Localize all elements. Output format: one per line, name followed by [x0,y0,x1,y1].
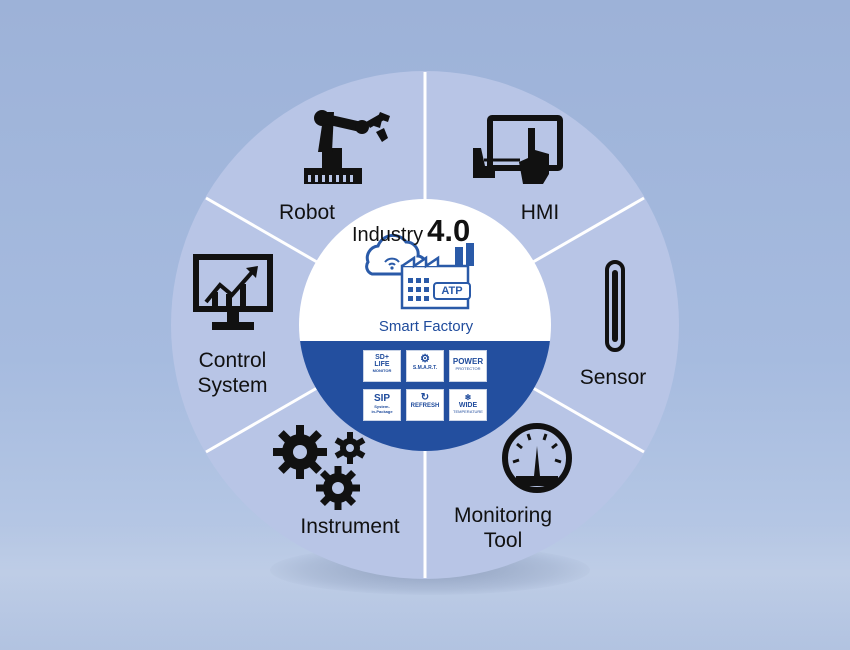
wide-temperature-badge: ❄ WIDE TEMPERATURE [449,389,487,421]
thermometer-sensor-icon [605,260,625,352]
segment-label-control-line2: System [197,374,268,397]
monitor-chart-icon [193,254,273,330]
badge-line: SD+ [375,354,389,361]
badge-line: REFRESH [410,403,440,409]
segment-label-monitoring-line1: Monitoring [453,504,553,527]
industry-title-version: 4.0 [427,213,471,248]
gauge-icon [502,423,572,493]
badge-line: TEMPERATURE [453,409,483,414]
badge-line: in-Package [371,409,393,414]
segment-label-instrument: Instrument [300,515,400,538]
badge-line: MONITOR [372,368,392,373]
divider-lower-left [205,386,318,454]
divider-upper-left [205,196,318,264]
snowflake-icon: ❄ [464,393,472,402]
badge-line: PROTECTOR [455,366,481,371]
badge-line: WIDE [458,402,478,409]
segment-label-hmi: HMI [520,201,560,224]
divider-upper-right [532,196,645,264]
badge-line: LIFE [374,361,390,368]
badge-line: System- [374,404,390,409]
factory-icon [400,243,474,310]
segment-dividers [205,72,645,578]
refresh-badge: ↻ REFRESH [406,389,444,421]
gears-icon [273,425,366,510]
badge-line: SIP [373,393,391,404]
divider-lower-right [532,386,645,454]
smart-badge-icon: ⚙ [420,353,430,365]
smart-badge: ⚙ S.M.A.R.T. [406,350,444,382]
power-protector-badge: POWER PROTECTOR [449,350,487,382]
robot-arm-icon [304,110,390,184]
sd-life-badge: SD+ LIFE MONITOR [363,350,401,382]
refresh-icon: ↻ [420,392,430,403]
segment-label-monitoring-tool: Monitoring Tool [438,503,568,553]
segment-label-control-system: Control System [180,348,285,398]
touchscreen-hmi-icon [473,115,563,184]
smart-factory-label: Smart Factory [378,318,474,335]
industry-title-prefix: Industry [352,224,424,246]
factory-badge-label: ATP [441,285,463,297]
sip-badge: SIP System- in-Package [363,389,401,421]
segment-label-control-line1: Control [198,349,267,372]
segment-label-sensor: Sensor [579,366,647,389]
segment-label-monitoring-line2: Tool [483,529,523,552]
badge-line: S.M.A.R.T. [412,365,438,371]
segment-label-robot: Robot [278,201,336,224]
badge-line: POWER [452,357,484,366]
